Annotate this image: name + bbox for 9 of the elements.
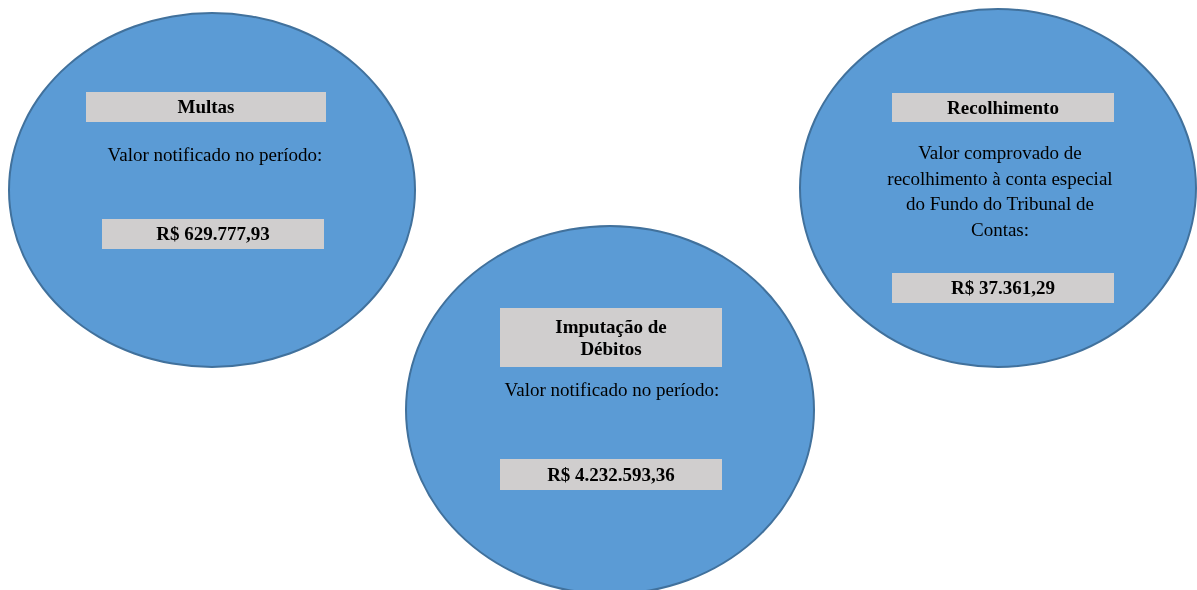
value-label: R$ 629.777,93 <box>102 219 324 249</box>
description-text: Valor notificado no período: <box>503 378 721 402</box>
value-label: R$ 37.361,29 <box>892 273 1114 303</box>
description-text: Valor comprovado de recolhimento à conta especial do Fundo do Tribunal de Contas: <box>886 141 1114 242</box>
heading-label: Recolhimento <box>892 93 1114 122</box>
value-label: R$ 4.232.593,36 <box>500 459 722 490</box>
heading-label: Multas <box>86 92 326 122</box>
description-text: Valor notificado no período: <box>106 143 324 167</box>
heading-label: Imputação de Débitos <box>500 308 722 367</box>
